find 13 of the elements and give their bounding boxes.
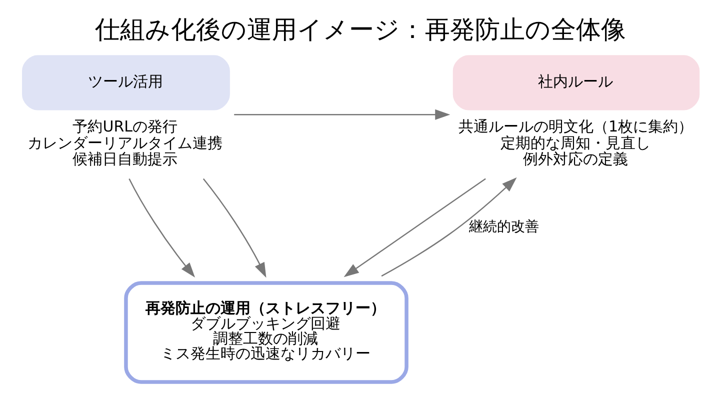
node-label: 定期的な周知・見直し [500,134,650,152]
node-label: 共通ルールの明文化（1枚に集約） [458,118,693,136]
arrow [380,177,516,277]
arrow [202,178,266,278]
edge-label: 継続的改善 [468,218,539,235]
arrow [234,109,450,120]
arrow [343,178,486,278]
node-label: 候補日自動提示 [72,150,178,168]
arrow [128,178,195,278]
node-label: 例外対応の定義 [522,150,628,168]
diagram-title: 仕組み化後の運用イメージ：再発防止の全体像 [94,15,626,44]
node-label: 予約URLの発行 [72,118,178,136]
node-label: カレンダーリアルタイム連携 [27,134,222,152]
